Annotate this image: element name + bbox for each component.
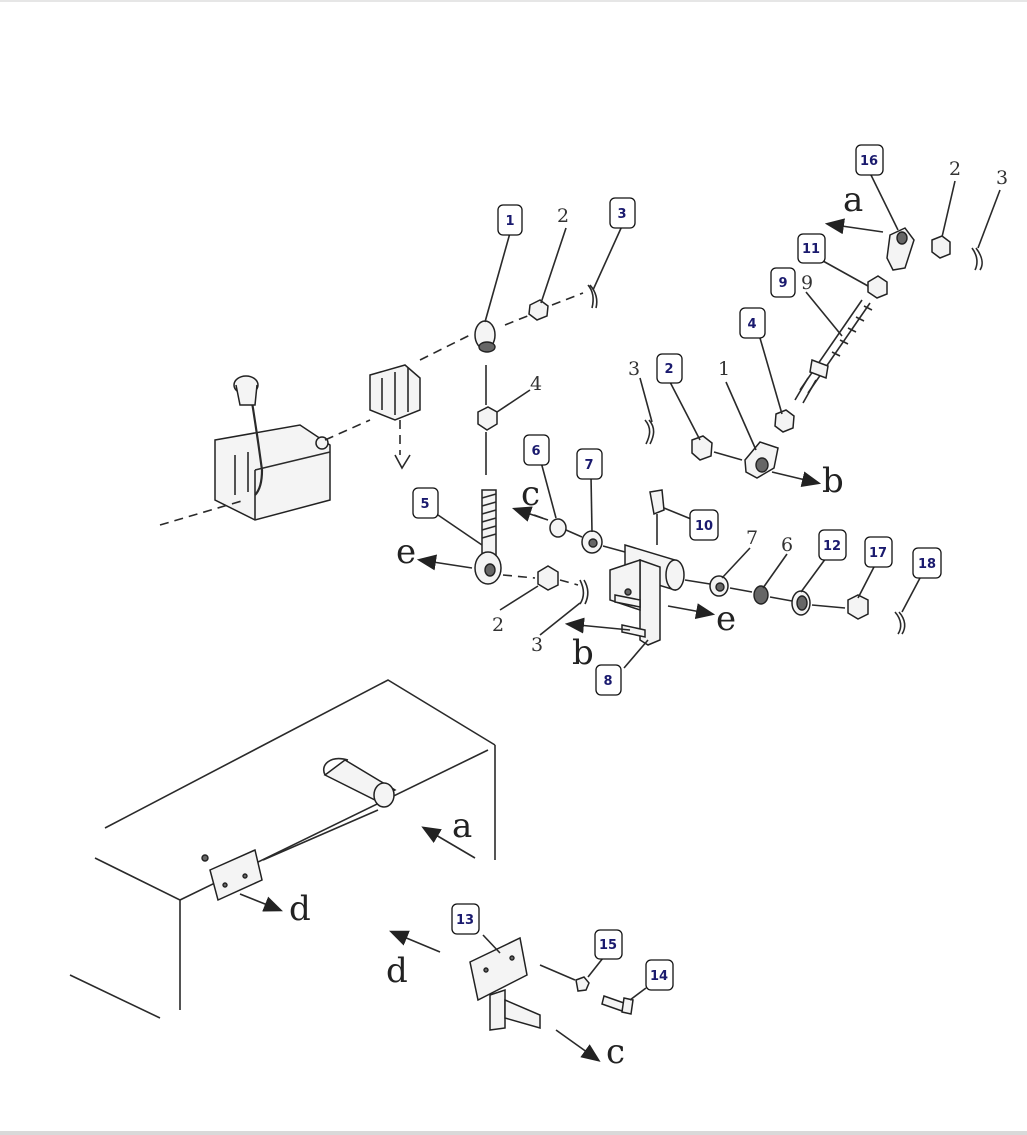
label-7-right: 7 [746, 527, 758, 549]
letter-b-low: b [572, 633, 594, 673]
svg-text:11: 11 [802, 242, 820, 257]
svg-text:10: 10 [695, 519, 713, 534]
callout-boxes: 1 3 16 11 9 4 2 6 7 5 10 12 17 18 8 13 1… [412, 144, 942, 991]
callout-14: 14 [645, 959, 674, 991]
callout-12: 12 [818, 529, 847, 561]
svg-text:4: 4 [747, 317, 756, 332]
arrow-letter-labels: a b c e e b a d d c [289, 180, 863, 1072]
upper-right-rod-assembly [774, 227, 983, 433]
label-3-lower: 3 [531, 634, 543, 656]
callout-13: 13 [451, 903, 480, 935]
callout-7: 7 [576, 448, 603, 480]
linkage-bracket [369, 334, 471, 470]
letter-c-mid: c [521, 474, 540, 514]
leader-lines [437, 172, 1001, 1001]
callout-15: 15 [594, 929, 623, 960]
letter-d-left: d [289, 889, 311, 929]
callout-3: 3 [609, 197, 636, 229]
svg-text:15: 15 [599, 938, 617, 953]
callout-11: 11 [797, 233, 826, 264]
label-2-lower: 2 [492, 614, 504, 636]
label-1-mid: 1 [718, 358, 730, 380]
svg-text:6: 6 [531, 444, 540, 459]
svg-text:9: 9 [778, 276, 787, 291]
label-3-right: 3 [996, 167, 1008, 189]
motion-arrows [239, 218, 884, 1062]
threaded-rod-end-5 [474, 489, 589, 605]
label-3-mid: 3 [628, 358, 640, 380]
callout-17: 17 [864, 536, 893, 568]
callout-2: 2 [656, 353, 683, 384]
label-2-right: 2 [949, 158, 961, 180]
letter-a-top: a [843, 180, 863, 220]
svg-text:3: 3 [617, 207, 626, 222]
label-2-top: 2 [557, 205, 569, 227]
svg-text:12: 12 [823, 539, 841, 554]
callout-10: 10 [689, 509, 719, 541]
callout-9: 9 [770, 267, 796, 298]
letter-b-mid: b [822, 461, 844, 501]
callout-16: 16 [855, 144, 884, 176]
cab-panel [69, 679, 496, 1019]
label-9-right: 9 [801, 272, 813, 294]
svg-text:7: 7 [584, 458, 593, 473]
callout-6: 6 [523, 434, 550, 466]
letter-e-right: e [716, 599, 736, 639]
rod-end-mid [644, 419, 779, 479]
label-6-right: 6 [781, 534, 793, 556]
svg-text:16: 16 [860, 154, 878, 169]
bottom-border [0, 1131, 1027, 1135]
svg-text:5: 5 [420, 497, 429, 512]
svg-text:17: 17 [869, 546, 887, 561]
callout-8: 8 [595, 664, 622, 696]
rod-end-upper [474, 284, 598, 475]
label-4-top: 4 [530, 373, 542, 395]
svg-text:2: 2 [664, 362, 673, 377]
svg-text:18: 18 [918, 557, 936, 572]
callout-4: 4 [739, 307, 766, 339]
cross-shaft-lever-8 [519, 489, 906, 646]
svg-text:1: 1 [505, 214, 514, 229]
callout-18: 18 [912, 547, 942, 579]
letter-d-low: d [386, 951, 408, 991]
plain-number-labels: 2 4 2 3 9 3 1 2 3 7 6 [492, 158, 1008, 656]
svg-text:13: 13 [456, 913, 474, 928]
svg-text:8: 8 [603, 674, 612, 689]
letter-e-left: e [396, 532, 416, 572]
top-border [0, 0, 1027, 2]
callout-1: 1 [497, 204, 523, 236]
letter-c-low: c [606, 1032, 625, 1072]
callout-5: 5 [412, 487, 439, 519]
letter-a-low: a [452, 806, 472, 846]
shift-lever-assembly [159, 375, 371, 526]
svg-text:14: 14 [650, 969, 668, 984]
